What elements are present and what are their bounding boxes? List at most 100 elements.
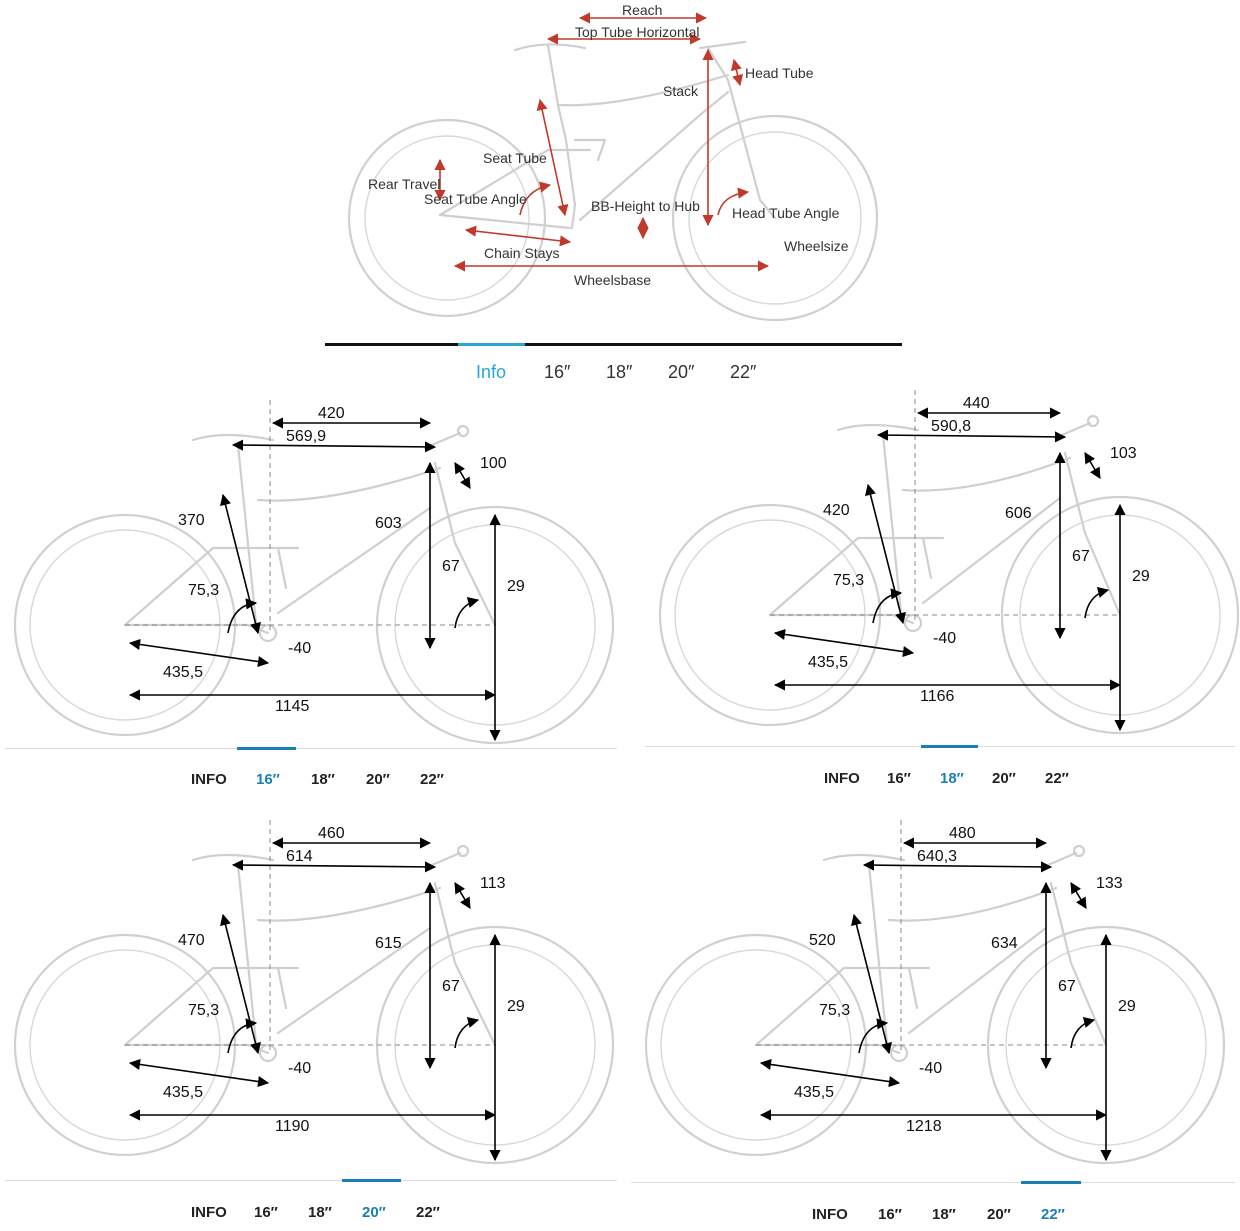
label-chain-stays: 435,5 xyxy=(808,654,848,671)
size-panel-0-tab-1[interactable]: 16″ xyxy=(256,771,280,788)
label-rear-travel: Rear Travel xyxy=(368,176,440,192)
overview-tab-18[interactable]: 18″ xyxy=(606,362,633,382)
label-head-tube: 100 xyxy=(480,455,507,472)
label-head-tube: 113 xyxy=(480,875,506,892)
label-chain-stays: 435,5 xyxy=(163,1084,203,1101)
label-top-tube: 569,9 xyxy=(286,428,326,445)
seat-tube-dim xyxy=(851,913,892,1055)
size-tab-highlight-2 xyxy=(342,1179,401,1182)
label-top-tube: 614 xyxy=(286,848,313,865)
label-wheelbase: 1218 xyxy=(906,1118,942,1135)
size-panel-3-tab-0[interactable]: INFO xyxy=(812,1206,848,1223)
seat-angle-arc xyxy=(227,1018,258,1054)
label-seat-tube: 420 xyxy=(823,502,850,519)
size-panel-0-tab-2[interactable]: 18″ xyxy=(311,771,335,788)
size-panel-3-tab-1[interactable]: 16″ xyxy=(878,1206,902,1223)
label-bb-drop: -40 xyxy=(919,1060,942,1077)
size-panel-3-tab-3[interactable]: 20″ xyxy=(987,1206,1011,1223)
label-top-tube: 640,3 xyxy=(917,848,957,865)
head-tube-dim xyxy=(1070,882,1087,909)
label-seat-angle: 75,3 xyxy=(819,1002,850,1019)
label-wheel: 29 xyxy=(1118,998,1136,1015)
label-reach: 460 xyxy=(318,825,345,842)
label-seat-tube: 370 xyxy=(178,512,205,529)
top-tube-dim xyxy=(876,429,1067,443)
chain-stay-dim xyxy=(128,638,270,668)
size-panel-1-tab-3[interactable]: 20″ xyxy=(992,770,1016,787)
label-seat-tube: 470 xyxy=(178,932,205,949)
head-angle-arc xyxy=(454,597,480,629)
size-tab-highlight-0 xyxy=(237,747,296,750)
size-panel-3-tab-2[interactable]: 18″ xyxy=(932,1206,956,1223)
head-angle-arc xyxy=(1070,1017,1096,1049)
size-panel-2-tab-4[interactable]: 22″ xyxy=(416,1204,440,1221)
label-seat-angle: 75,3 xyxy=(188,1002,219,1019)
label-seat-angle: 75,3 xyxy=(833,572,864,589)
label-wheelbase: Wheelsbase xyxy=(574,272,651,288)
top-tube-dim xyxy=(231,859,437,873)
label-wheel: 29 xyxy=(507,578,525,595)
head-tube-dim xyxy=(454,882,471,909)
size-panel-1-tab-4[interactable]: 22″ xyxy=(1045,770,1069,787)
label-reach: Reach xyxy=(622,2,662,18)
label-chain-stays: 435,5 xyxy=(794,1084,834,1101)
overview-tab-bar xyxy=(325,343,902,346)
label-wheelbase: 1145 xyxy=(275,698,310,715)
label-bb-drop: -40 xyxy=(933,630,956,647)
label-stack: Stack xyxy=(663,83,699,99)
label-reach: 440 xyxy=(963,395,990,412)
size-diagram-0: 420 569,9 100 370 603 67 29 75,3 -40 435,5 1145 xyxy=(13,400,615,745)
label-head-angle: 67 xyxy=(1058,978,1076,995)
label-stack: 606 xyxy=(1005,505,1032,522)
head-angle-arc xyxy=(1084,587,1110,619)
label-bb-drop: -40 xyxy=(288,640,311,657)
overview-tab-info[interactable]: Info xyxy=(476,362,507,382)
top-tube-dim xyxy=(862,859,1053,873)
size-panel-1-tab-2[interactable]: 18″ xyxy=(940,770,964,787)
label-reach: 480 xyxy=(949,825,976,842)
seat-angle-arc xyxy=(858,1018,889,1054)
overview-tab-22[interactable]: 22″ xyxy=(730,362,757,382)
label-reach: 420 xyxy=(318,405,345,422)
label-bb-drop: -40 xyxy=(288,1060,311,1077)
size-panel-3-tab-4[interactable]: 22″ xyxy=(1041,1206,1065,1223)
size-tab-bar-2 xyxy=(5,1180,617,1181)
label-head-angle: 67 xyxy=(442,978,460,995)
size-panel-2-tab-0[interactable]: INFO xyxy=(191,1204,227,1221)
label-stack: 603 xyxy=(375,515,402,532)
label-bb-height: BB-Height to Hub xyxy=(591,198,700,214)
size-panel-1-tab-1[interactable]: 16″ xyxy=(887,770,911,787)
label-seat-tube-angle: Seat Tube Angle xyxy=(424,191,527,207)
label-head-tube: 133 xyxy=(1096,875,1123,892)
head-tube-dim xyxy=(454,462,471,489)
label-top-tube: Top Tube Horizontal xyxy=(575,24,700,40)
size-panel-0-tab-3[interactable]: 20″ xyxy=(366,771,390,788)
seat-angle-arc xyxy=(227,598,258,634)
label-top-tube: 590,8 xyxy=(931,418,971,435)
size-diagram-3: 480 640,3 133 520 634 67 29 75,3 -40 435,5 1218 xyxy=(644,820,1226,1165)
label-wheelbase: 1166 xyxy=(920,688,955,705)
label-head-angle: 67 xyxy=(1072,548,1090,565)
size-tab-bar-3 xyxy=(631,1182,1235,1183)
label-chain-stays: 435,5 xyxy=(163,664,203,681)
overview-tab-16[interactable]: 16″ xyxy=(544,362,571,382)
label-head-angle: 67 xyxy=(442,558,460,575)
top-tube-dim xyxy=(231,439,437,453)
seat-tube-dim xyxy=(220,913,261,1055)
label-head-tube: 103 xyxy=(1110,445,1137,462)
overview-tab-20[interactable]: 20″ xyxy=(668,362,695,382)
label-seat-tube: Seat Tube xyxy=(483,150,547,166)
size-panel-0-tab-4[interactable]: 22″ xyxy=(420,771,444,788)
size-panel-2-tab-1[interactable]: 16″ xyxy=(254,1204,278,1221)
size-tab-highlight-3 xyxy=(1021,1181,1081,1184)
label-stack: 634 xyxy=(991,935,1018,952)
size-panel-2-tab-2[interactable]: 18″ xyxy=(308,1204,332,1221)
size-panel-1-tab-0[interactable]: INFO xyxy=(824,770,860,787)
label-seat-tube: 520 xyxy=(809,932,836,949)
label-seat-angle: 75,3 xyxy=(188,582,219,599)
label-stack: 615 xyxy=(375,935,402,952)
size-panel-2-tab-3[interactable]: 20″ xyxy=(362,1204,386,1221)
size-panel-0-tab-0[interactable]: INFO xyxy=(191,771,227,788)
